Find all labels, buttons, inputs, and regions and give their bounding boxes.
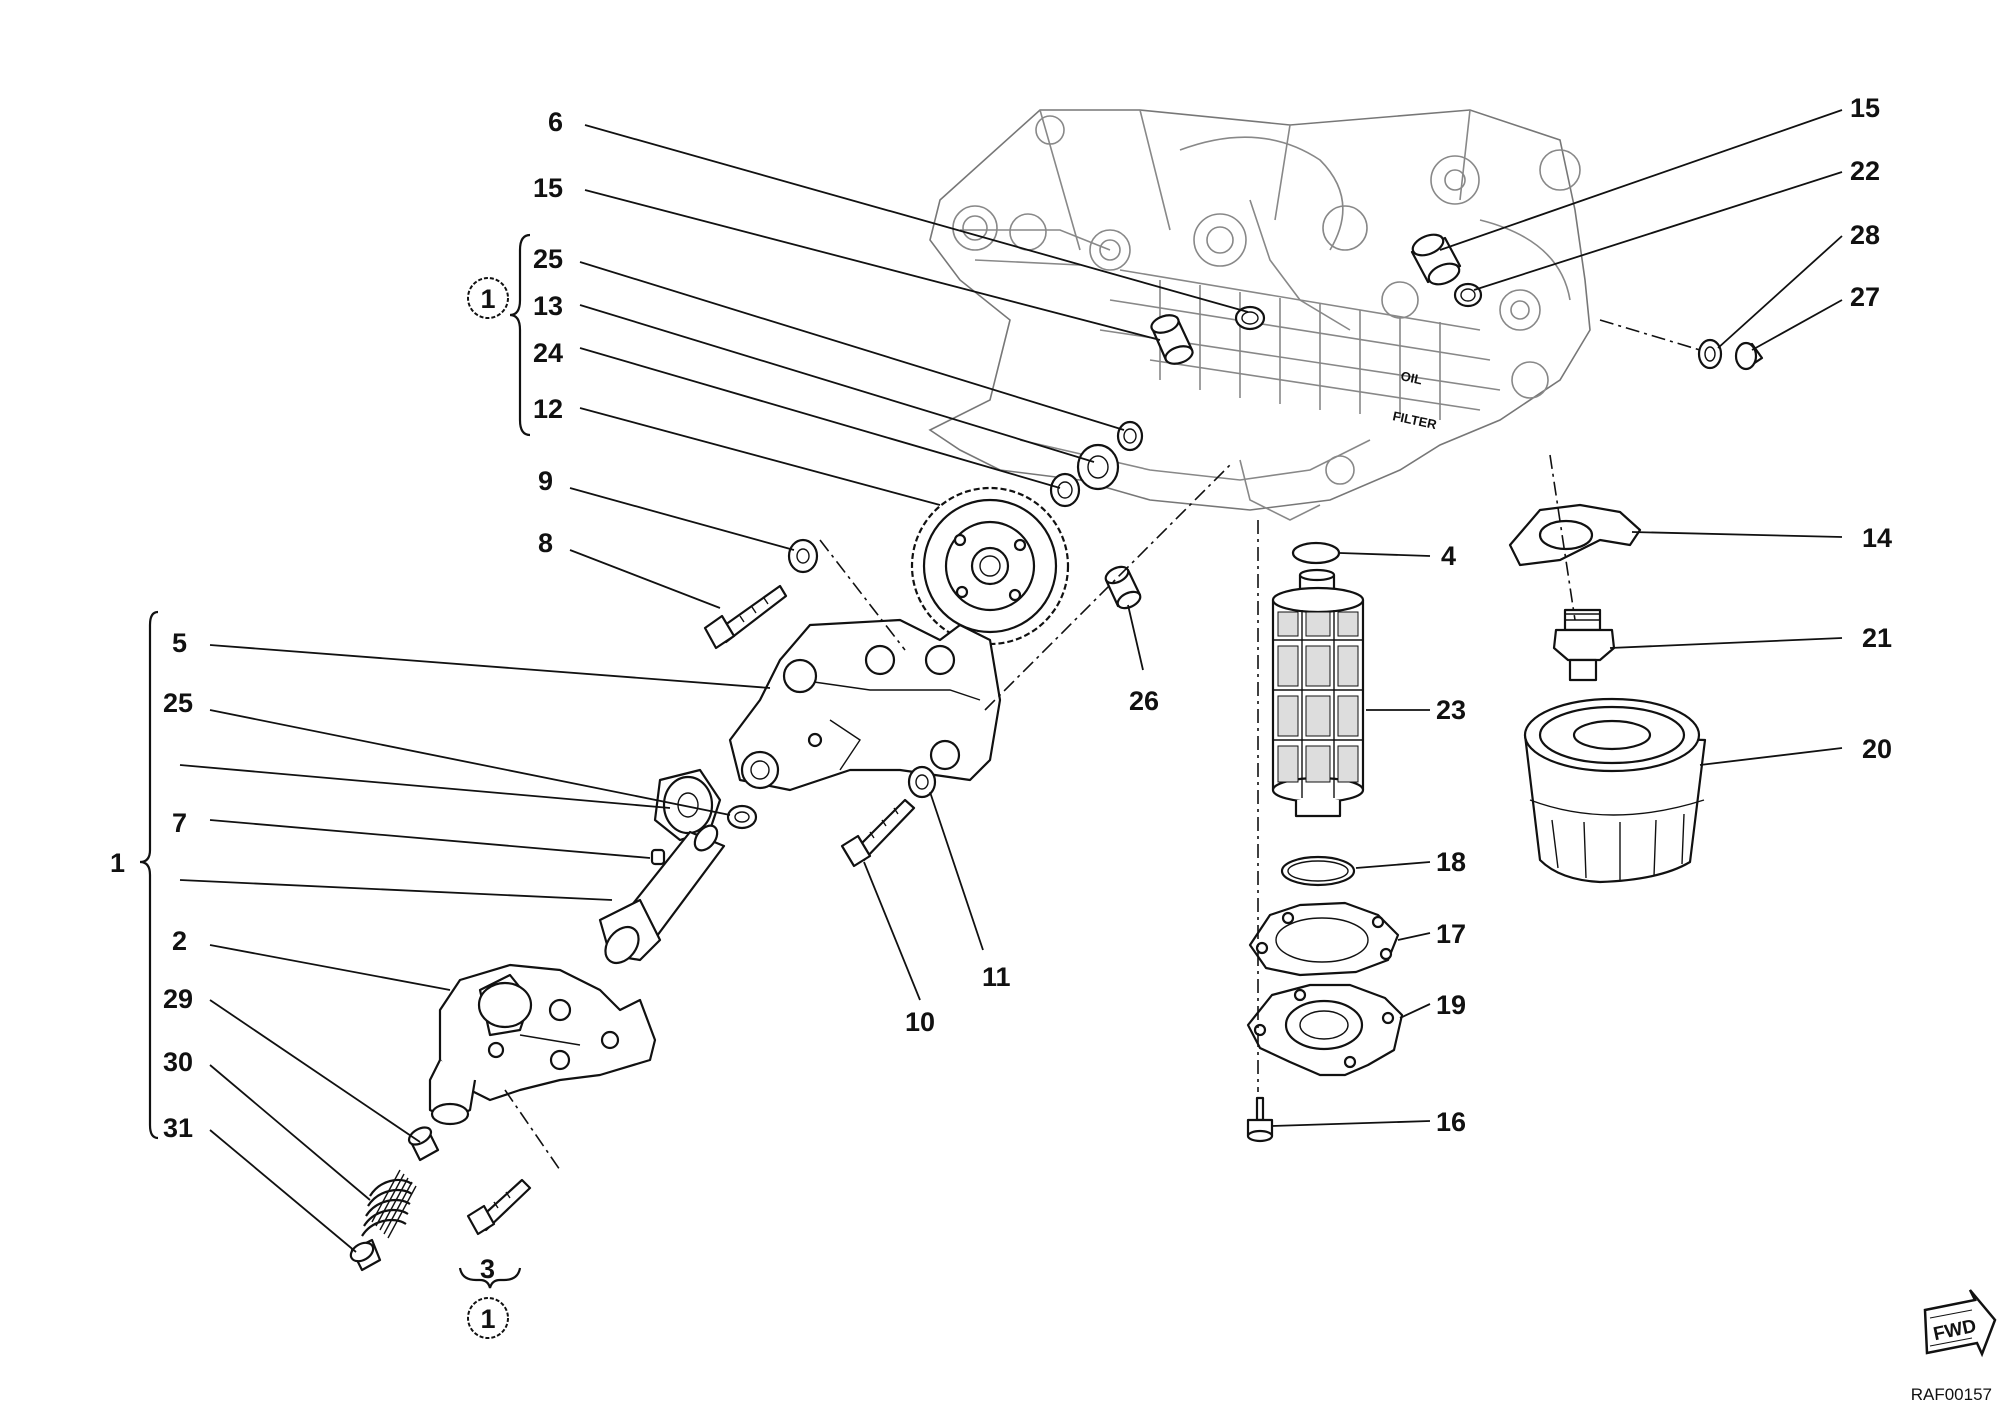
pump-drive-gear [910, 486, 1070, 646]
callout-3: 3 [480, 1254, 495, 1284]
cartridge-oil-filter [1523, 697, 1707, 884]
callout-13: 13 [533, 291, 563, 321]
filter-cover-screw [1246, 1096, 1274, 1143]
filter-cover [1246, 983, 1404, 1077]
brace-group-screw [458, 1267, 522, 1289]
filter-o-ring-top [1291, 541, 1341, 565]
sealing-washer [1697, 338, 1723, 370]
callout-19: 19 [1436, 990, 1466, 1020]
callout-25-upper: 25 [533, 244, 563, 274]
dowel-bushing-right [1410, 233, 1462, 286]
callout-22: 22 [1850, 156, 1880, 186]
callout-18: 18 [1436, 847, 1466, 877]
key-pin [650, 848, 666, 866]
drain-plug [1734, 341, 1764, 371]
callout-29: 29 [163, 984, 193, 1014]
drawing-reference-code: RAF00157 [1911, 1385, 1992, 1404]
callout-4: 4 [1441, 541, 1456, 571]
pump-body-cover [728, 618, 1002, 792]
bolt-washer-upper [787, 538, 819, 574]
group-marker-lower: 1 [467, 1297, 509, 1339]
axis-line-drain [1599, 319, 1701, 351]
pump-housing [428, 963, 657, 1126]
callout-15-left: 15 [533, 173, 563, 203]
callout-15-right: 15 [1850, 93, 1880, 123]
callout-6: 6 [548, 107, 563, 137]
callout-17: 17 [1436, 919, 1466, 949]
brace-group-upper [509, 233, 531, 437]
filter-cover-gasket [1248, 901, 1400, 977]
callout-24: 24 [533, 338, 563, 368]
callout-8: 8 [538, 528, 553, 558]
callout-7: 7 [172, 808, 187, 838]
leader-lines [179, 109, 1843, 1253]
cap-screw-upper [703, 584, 788, 650]
callout-21: 21 [1862, 623, 1892, 653]
callout-12: 12 [533, 394, 563, 424]
callout-1: 1 [110, 848, 125, 878]
brace-group-main [139, 610, 159, 1140]
relief-valve-piston [407, 1126, 440, 1162]
callout-11: 11 [982, 962, 1011, 992]
bolt-washer-lower [907, 765, 937, 799]
callout-28: 28 [1850, 220, 1880, 250]
dowel-bushing-pump [1104, 565, 1142, 610]
pump-shaft-rotor [598, 824, 726, 965]
relief-valve-spring [361, 1169, 417, 1239]
axis-line-housing [504, 1089, 561, 1171]
pump-housing-screw [466, 1178, 532, 1236]
callout-25-lower: 25 [163, 688, 193, 718]
callout-20: 20 [1862, 734, 1892, 764]
group-marker-upper: 1 [467, 277, 509, 319]
callout-2: 2 [172, 926, 187, 956]
callout-10: 10 [905, 1007, 935, 1037]
callout-26: 26 [1129, 686, 1159, 716]
outer-rotor [653, 768, 722, 842]
circlip-lower [726, 804, 758, 830]
filter-nipple [1552, 608, 1616, 682]
relief-valve-cap [349, 1238, 382, 1272]
axis-line-cartridge [1549, 454, 1576, 621]
callout-labels: 6 15 25 13 24 12 9 8 5 25 7 1 2 29 30 31… [110, 93, 1892, 1284]
callout-27: 27 [1850, 282, 1880, 312]
callout-14: 14 [1862, 523, 1892, 553]
gear-bearing [1076, 443, 1120, 491]
dowel-bushing-left [1150, 314, 1194, 365]
circlip-upper [1116, 420, 1144, 452]
filter-adapter-plate [1508, 503, 1642, 567]
o-ring-right [1453, 282, 1483, 308]
callout-30: 30 [163, 1047, 193, 1077]
svg-text:1: 1 [480, 284, 495, 314]
mesh-oil-strainer [1271, 568, 1365, 818]
callout-9: 9 [538, 466, 553, 496]
callout-23: 23 [1436, 695, 1466, 725]
forward-direction-badge: FWD [1923, 1289, 1997, 1358]
svg-text:1: 1 [480, 1304, 495, 1334]
axis-line-bolt-upper [819, 539, 906, 651]
o-ring-left [1234, 305, 1266, 331]
gear-washer [1049, 472, 1081, 508]
callout-16: 16 [1436, 1107, 1466, 1137]
cap-screw-lower [840, 798, 916, 868]
callout-31: 31 [163, 1113, 193, 1143]
callout-5: 5 [172, 628, 187, 658]
axis-line-pump-dowel [984, 464, 1231, 711]
filter-cover-o-ring [1280, 855, 1356, 887]
oil-embossed-label: OIL [1399, 368, 1423, 387]
